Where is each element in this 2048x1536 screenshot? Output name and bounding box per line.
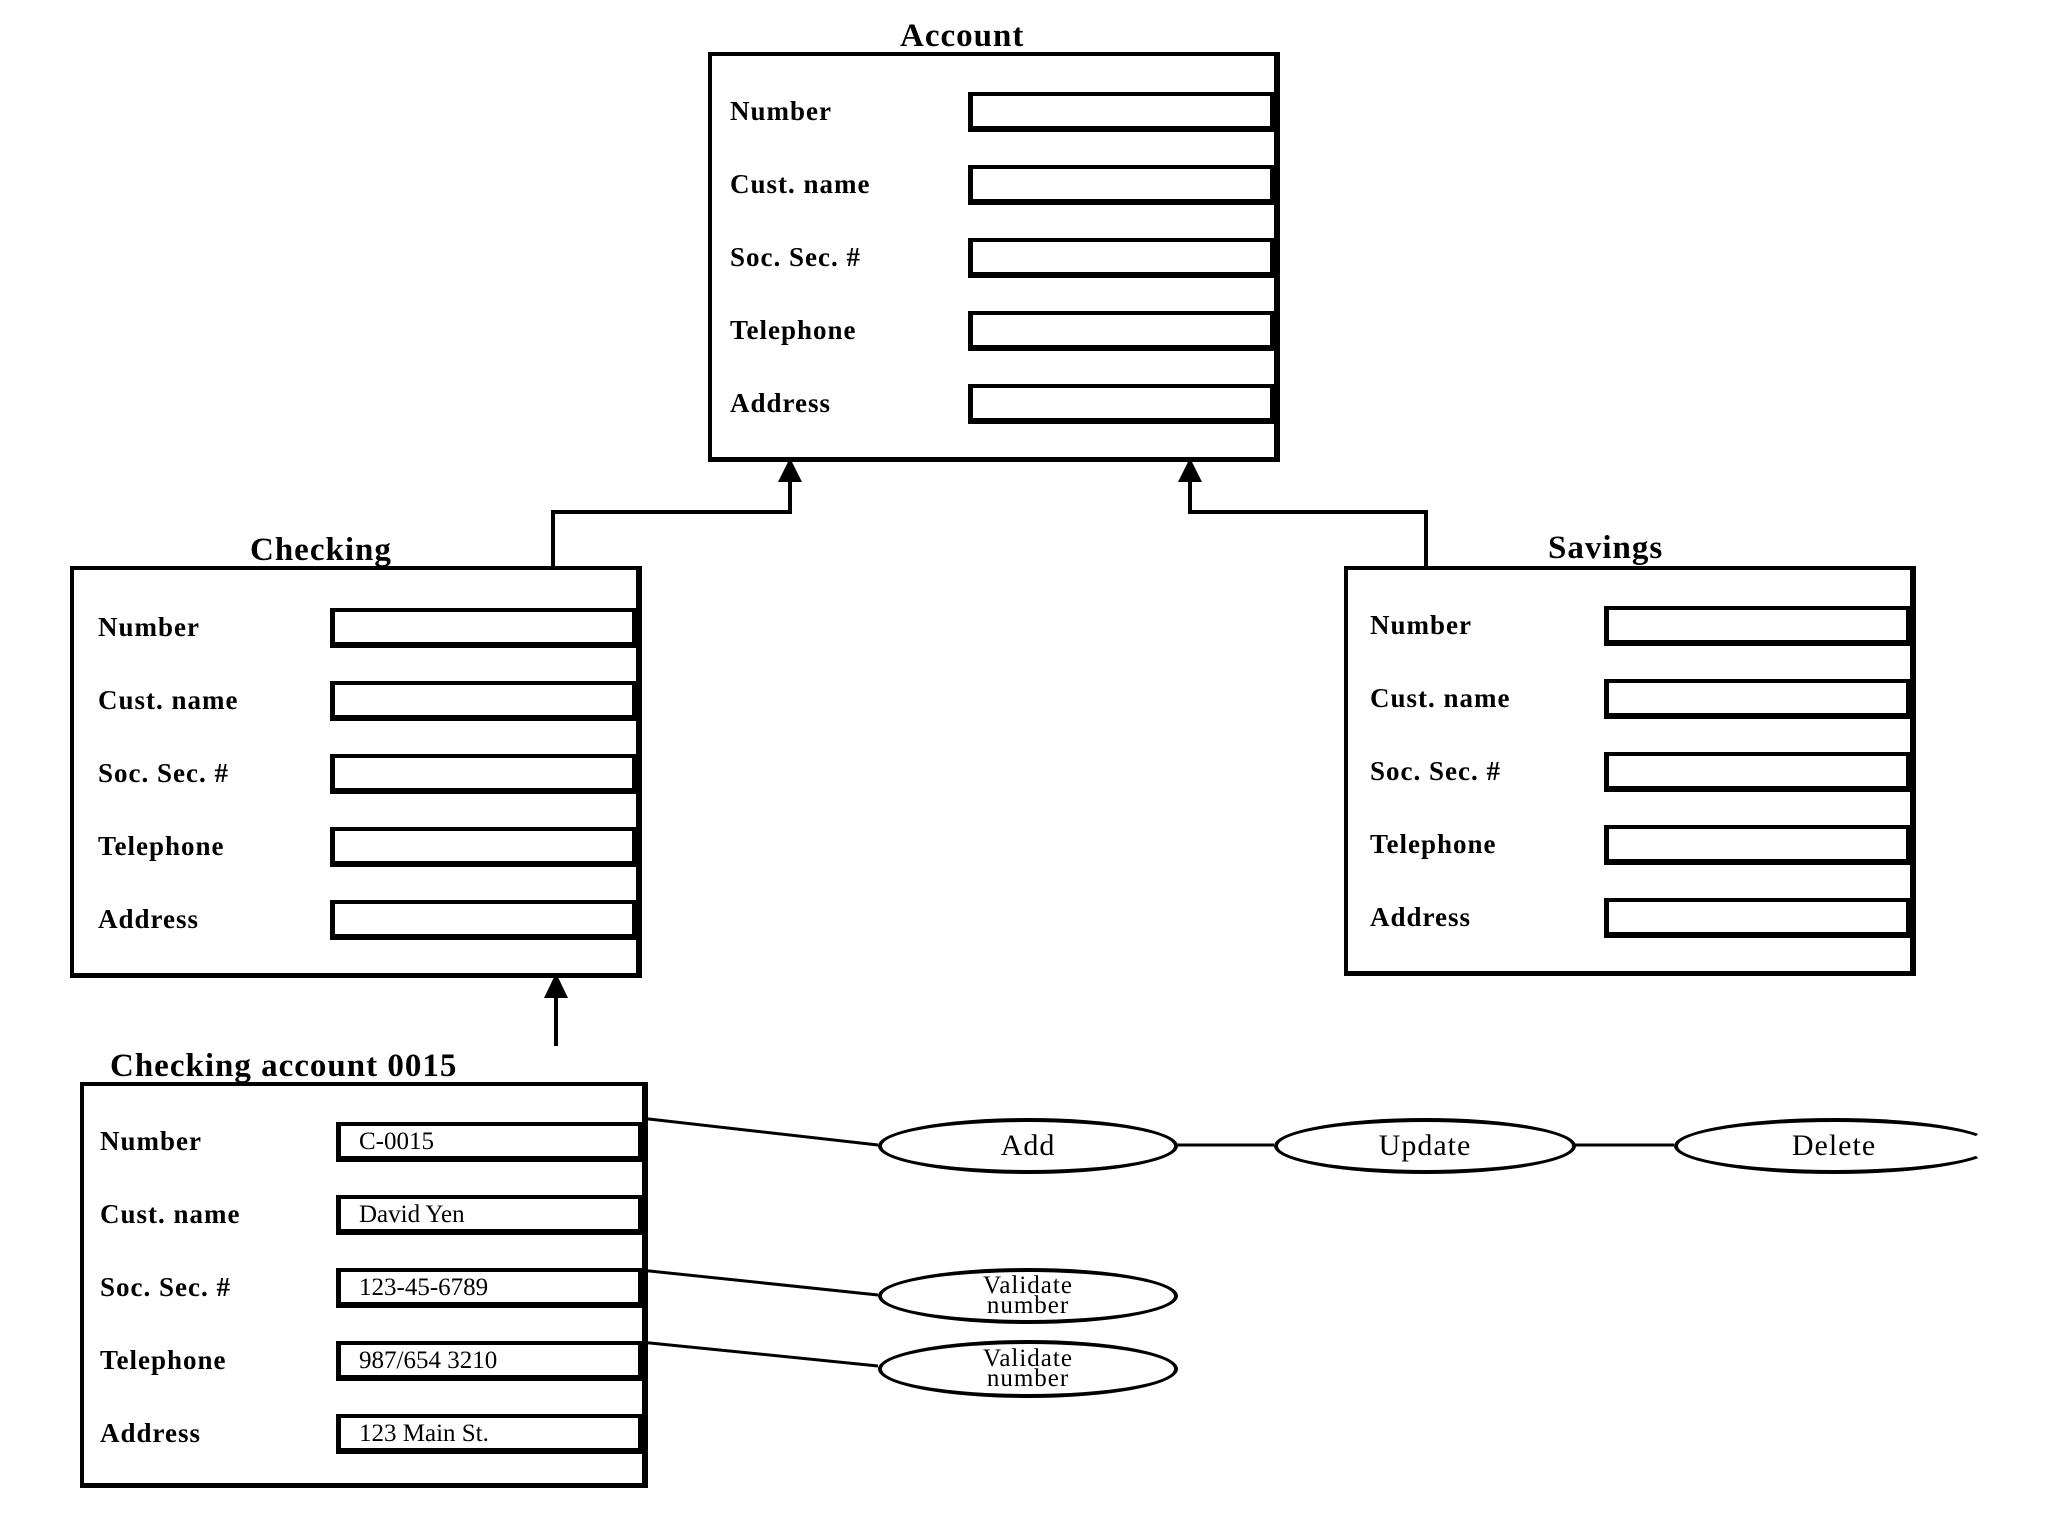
savings-label-cust-name: Cust. name: [1370, 683, 1511, 713]
savings-to-account-arrow: [1188, 464, 1428, 566]
checking-field-cust-name: [330, 681, 638, 721]
checking-label-number: Number: [98, 612, 200, 642]
account-label-cust-name: Cust. name: [730, 169, 871, 199]
instance-label-cust-name: Cust. name: [100, 1199, 241, 1229]
account-field-telephone: [968, 311, 1276, 351]
instance-to-checking-arrowhead: [544, 973, 568, 998]
phone-to-validate-line: [639, 1340, 879, 1368]
account-label-ssn: Soc. Sec. #: [730, 242, 861, 272]
instance-field-ssn: 123-45-6789: [336, 1268, 644, 1308]
validate-phone-line2: number: [986, 1365, 1070, 1392]
instance-field-number: C-0015: [336, 1122, 644, 1162]
instance-label-address: Address: [100, 1418, 202, 1448]
account-field-cust-name: [968, 165, 1276, 205]
account-label-address: Address: [730, 388, 832, 418]
account-label-telephone: Telephone: [730, 315, 857, 345]
savings-to-account-arrowhead: [1178, 458, 1202, 482]
instance-label-ssn: Soc. Sec. #: [100, 1272, 231, 1302]
add-operation: Add: [878, 1118, 1178, 1174]
checking-field-address: [330, 900, 638, 940]
instance-field-address: 123 Main St.: [336, 1414, 644, 1454]
savings-field-address: [1604, 898, 1912, 938]
validate-ssn-operation: Validate number: [878, 1268, 1178, 1324]
checking-field-telephone: [330, 827, 638, 867]
savings-field-cust-name: [1604, 679, 1912, 719]
instance-field-telephone: 987/654 3210: [336, 1341, 644, 1381]
validate-phone-line1: Validate: [983, 1345, 1073, 1372]
validate-ssn-line2: number: [986, 1292, 1070, 1319]
savings-label-telephone: Telephone: [1370, 829, 1497, 859]
account-field-ssn: [968, 238, 1276, 278]
account-box: Number Cust. name Soc. Sec. # Telephone …: [708, 52, 1280, 462]
instance-box: Number C-0015 Cust. name David Yen Soc. …: [80, 1082, 648, 1488]
delete-operation: Delete: [1674, 1118, 1994, 1174]
savings-box: Number Cust. name Soc. Sec. # Telephone …: [1344, 566, 1916, 976]
checking-field-ssn: [330, 754, 638, 794]
savings-field-number: [1604, 606, 1912, 646]
checking-label-cust-name: Cust. name: [98, 685, 239, 715]
update-operation: Update: [1274, 1118, 1576, 1174]
checking-field-number: [330, 608, 638, 648]
validate-phone-operation: Validate number: [878, 1340, 1178, 1398]
instance-to-add-line: [639, 1116, 879, 1147]
validate-ssn-line1: Validate: [983, 1272, 1073, 1299]
checking-label-telephone: Telephone: [98, 831, 225, 861]
checking-label-address: Address: [98, 904, 200, 934]
savings-label-number: Number: [1370, 610, 1472, 640]
ssn-to-validate-line: [639, 1268, 879, 1297]
savings-field-ssn: [1604, 752, 1912, 792]
instance-label-number: Number: [100, 1126, 202, 1156]
checking-to-account-arrowhead: [778, 458, 802, 482]
savings-label-ssn: Soc. Sec. #: [1370, 756, 1501, 786]
account-field-address: [968, 384, 1276, 424]
checking-title: Checking: [250, 532, 392, 568]
account-title: Account: [900, 18, 1025, 54]
instance-label-telephone: Telephone: [100, 1345, 227, 1375]
savings-field-telephone: [1604, 825, 1912, 865]
checking-box: Number Cust. name Soc. Sec. # Telephone …: [70, 566, 642, 978]
instance-title: Checking account 0015: [110, 1048, 458, 1084]
savings-title: Savings: [1548, 530, 1664, 566]
checking-to-account-arrow: [551, 464, 792, 566]
account-field-number: [968, 92, 1276, 132]
checking-label-ssn: Soc. Sec. #: [98, 758, 229, 788]
instance-field-cust-name: David Yen: [336, 1195, 644, 1235]
savings-label-address: Address: [1370, 902, 1472, 932]
account-label-number: Number: [730, 96, 832, 126]
